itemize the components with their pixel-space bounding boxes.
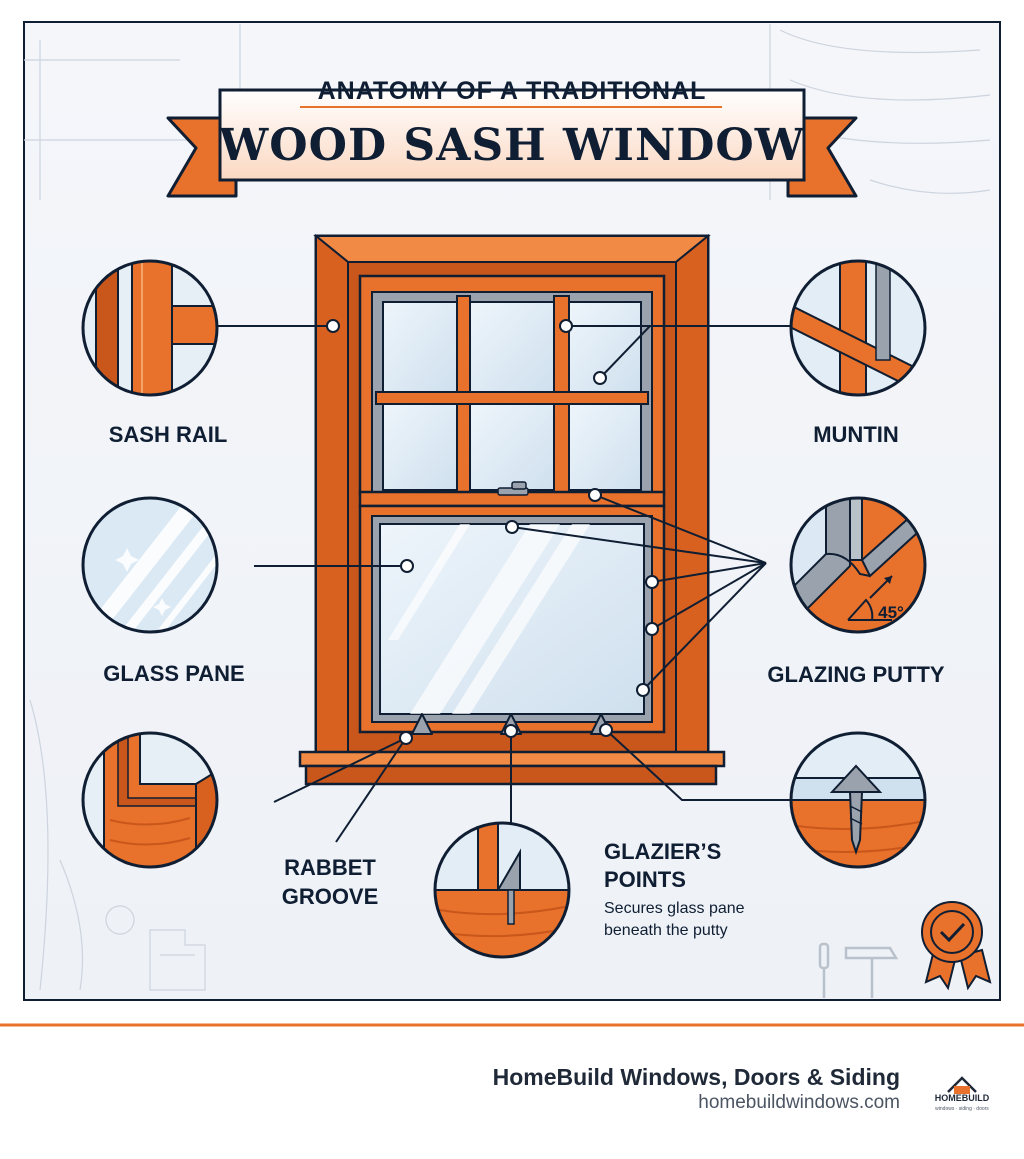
glass-pane-detail: [81, 496, 219, 634]
glaziers-desc-line2: beneath the putty: [604, 922, 728, 939]
label-glass-pane: GLASS PANE: [103, 661, 244, 686]
label-glaziers-line2: POINTS: [604, 867, 686, 892]
logo-tagline: windows · siding · doors: [935, 1106, 989, 1112]
glazier-point-screw-detail: [789, 731, 927, 869]
label-glaziers-line1: GLAZIER’S: [604, 839, 721, 864]
glaziers-desc-line1: Secures glass pane: [604, 900, 745, 917]
title-main-line: WOOD SASH WINDOW: [218, 120, 805, 171]
leader-lines: [217, 325, 791, 862]
hammer-icon: [844, 946, 899, 998]
footer-website: homebuildwindows.com: [698, 1092, 900, 1113]
title-banner: ANATOMY OF A TRADITIONAL WOOD SASH WINDO…: [166, 77, 858, 198]
homebuild-logo: HOMEBUILD windows · siding · doors: [935, 1076, 990, 1112]
rabbet-groove-detail: [81, 731, 219, 869]
angle-label: 45°: [878, 603, 904, 622]
screwdriver-icon: [818, 942, 830, 998]
sash-rail-detail: [81, 259, 219, 397]
glazing-putty-detail: 45°: [789, 496, 927, 634]
title-top-line: ANATOMY OF A TRADITIONAL: [318, 77, 707, 105]
muntin-detail: [789, 259, 927, 397]
label-rabbet-line2: GROOVE: [282, 884, 379, 909]
label-sash-rail: SASH RAIL: [109, 422, 228, 447]
label-rabbet-line1: RABBET: [284, 855, 376, 880]
label-glazing-putty: GLAZING PUTTY: [767, 662, 945, 687]
label-muntin: MUNTIN: [813, 422, 899, 447]
sash-window: [298, 233, 726, 786]
footer-company: HomeBuild Windows, Doors & Siding: [493, 1064, 900, 1090]
award-badge-icon: [921, 901, 992, 991]
logo-word: HOMEBUILD: [935, 1093, 990, 1103]
glaziers-points-detail: [433, 821, 571, 959]
leader-dots: [326, 319, 659, 745]
